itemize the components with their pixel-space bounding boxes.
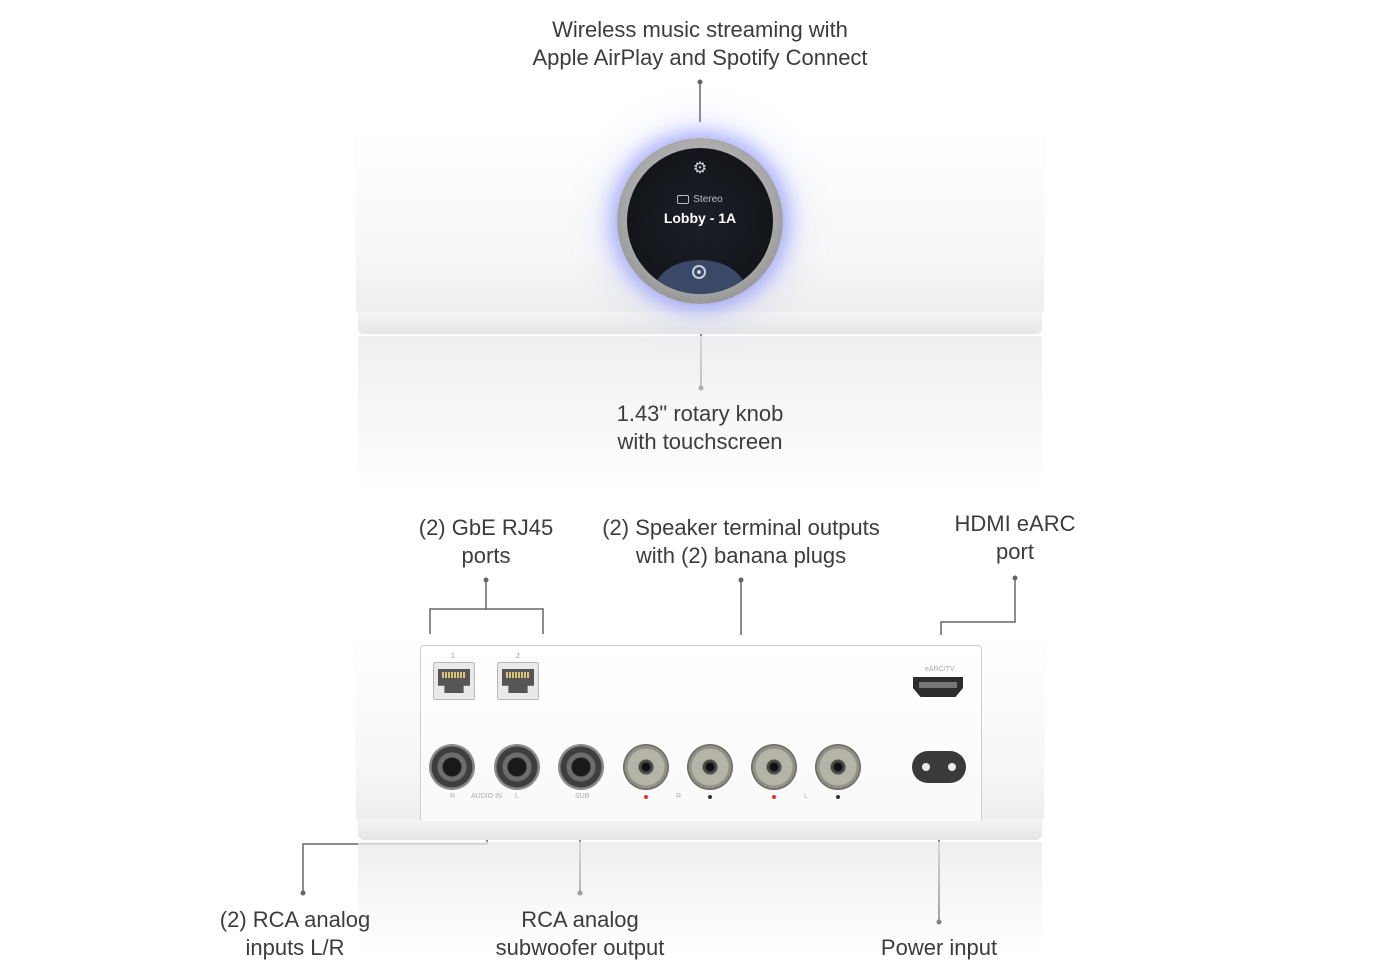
rca-input-label: (2) RCA analog inputs L/R xyxy=(195,906,395,962)
terminal-positive-dot xyxy=(644,795,648,799)
back-device-base xyxy=(358,820,1042,840)
hdmi-label: HDMI eARC port xyxy=(935,510,1095,566)
speaker-terminal-l-negative[interactable] xyxy=(815,744,861,790)
knob-mode: Stereo xyxy=(627,194,773,205)
speaker-label-line1: (2) Speaker terminal outputs xyxy=(602,515,880,540)
rj45-label-line1: (2) GbE RJ45 xyxy=(418,515,554,540)
streaming-label-line1: Wireless music streaming with xyxy=(552,17,848,42)
back-panel xyxy=(420,645,982,821)
knob-label-line1: 1.43" rotary knob xyxy=(616,401,784,426)
audio-in-mark: AUDIO IN xyxy=(471,793,503,800)
rj45-port-2[interactable] xyxy=(497,662,539,700)
power-input-port[interactable] xyxy=(912,751,966,783)
rj45-label: (2) GbE RJ45 ports xyxy=(386,514,586,570)
speaker-terminal-r-positive[interactable] xyxy=(623,744,669,790)
sub-mark: SUB xyxy=(575,793,590,800)
front-device-base xyxy=(358,312,1042,334)
hdmi-label-line1: HDMI eARC xyxy=(954,511,1076,536)
streaming-label-line2: Apple AirPlay and Spotify Connect xyxy=(532,45,868,70)
terminal-negative-dot xyxy=(708,795,712,799)
back-device-reflection xyxy=(358,842,1042,952)
knob-touchscreen[interactable]: ⚙ Stereo Lobby - 1A xyxy=(627,148,773,294)
rca-input-right[interactable] xyxy=(429,744,475,790)
subwoofer-label: RCA analog subwoofer output xyxy=(470,906,690,962)
rca-input-left[interactable] xyxy=(494,744,540,790)
rca-input-label-line2: inputs L/R xyxy=(245,935,345,960)
knob-label: 1.43" rotary knob with touchscreen xyxy=(550,400,850,456)
rca-r-mark: R xyxy=(450,793,456,800)
speaker-label-line2: with (2) banana plugs xyxy=(635,543,847,568)
knob-label-line2: with touchscreen xyxy=(617,429,783,454)
power-input-label: Power input xyxy=(859,934,1019,962)
power-input-label-text: Power input xyxy=(880,935,998,960)
rj45-label-line2: ports xyxy=(461,543,511,568)
rca-subwoofer-output[interactable] xyxy=(558,744,604,790)
rj45-port-1[interactable] xyxy=(433,662,475,700)
hdmi-port-mark: eARC/TV xyxy=(925,666,955,673)
knob-mode-text: Stereo xyxy=(693,194,723,205)
knob-zone-title: Lobby - 1A xyxy=(663,210,737,226)
streaming-label: Wireless music streaming with Apple AirP… xyxy=(500,16,900,72)
terminal-positive-dot xyxy=(772,795,776,799)
subwoofer-label-line1: RCA analog xyxy=(521,907,639,932)
rj45-port-1-number: 1 xyxy=(451,653,455,660)
speaker-r-mark: R xyxy=(676,793,682,800)
hdmi-earc-port[interactable] xyxy=(913,677,963,697)
gear-icon[interactable]: ⚙ xyxy=(692,160,708,177)
speaker-icon xyxy=(677,194,690,204)
speaker-l-mark: L xyxy=(804,793,808,800)
source-icon[interactable] xyxy=(692,265,706,279)
hdmi-label-line2: port xyxy=(996,539,1034,564)
rj45-port-2-number: 2 xyxy=(516,653,520,660)
speaker-terminal-r-negative[interactable] xyxy=(687,744,733,790)
rca-input-label-line1: (2) RCA analog xyxy=(219,907,371,932)
rca-l-mark: L xyxy=(515,793,519,800)
terminal-negative-dot xyxy=(836,795,840,799)
speaker-terminal-l-positive[interactable] xyxy=(751,744,797,790)
subwoofer-label-line2: subwoofer output xyxy=(495,935,665,960)
front-device-reflection xyxy=(358,336,1042,496)
speaker-label: (2) Speaker terminal outputs with (2) ba… xyxy=(591,514,891,570)
